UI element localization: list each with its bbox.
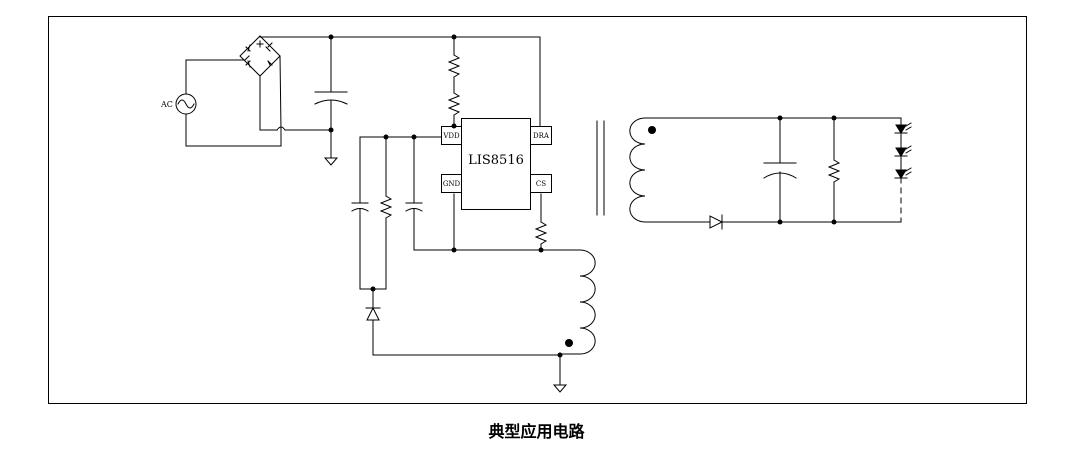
bridge-minus-wire (259, 75, 278, 131)
ac-wire (185, 113, 282, 147)
junction-dot (451, 123, 457, 129)
ac-label: AC (160, 100, 173, 109)
junction-dot (777, 115, 783, 121)
ic-body (461, 118, 531, 210)
junction-dot (328, 127, 334, 133)
junction-dot (411, 134, 417, 140)
pin-vdd-box (441, 126, 462, 145)
junction-dot (328, 34, 334, 40)
pin-vdd-label: VDD (442, 132, 460, 140)
ground-symbol (323, 157, 339, 166)
bridge-side-wire (279, 55, 282, 131)
pin-dra-label: DRA (533, 132, 550, 140)
ic-name: LIS8516 (468, 153, 524, 168)
secondary-winding (629, 117, 646, 223)
junction-dot (538, 247, 544, 253)
junction-dot (777, 219, 783, 225)
pin-gnd-label: GND (443, 180, 461, 188)
bridge-plus-wire (259, 35, 541, 38)
startup-resistor-1 (447, 54, 461, 78)
junction-dot (451, 247, 457, 253)
diagram-frame (48, 16, 1027, 404)
led-2 (894, 145, 912, 157)
led-1 (894, 122, 912, 134)
led-3 (894, 167, 912, 179)
aux-wire (372, 319, 561, 356)
pin-cs-label: CS (536, 180, 546, 188)
junction-dot (831, 115, 837, 121)
junction-dot (383, 134, 389, 140)
ground-bus (413, 208, 581, 251)
pin-dra-box (530, 126, 552, 145)
pin-cs-box (530, 174, 552, 193)
ac-wire (185, 55, 250, 95)
junction-dot (451, 34, 457, 40)
ac-source-symbol (175, 93, 197, 115)
polarity-dot-primary (565, 339, 573, 347)
figure-caption: 典型应用电路 (488, 422, 585, 441)
polarity-dot-secondary (648, 126, 656, 134)
junction-dot (370, 286, 376, 292)
junction-dot (831, 219, 837, 225)
pin-gnd-box (441, 174, 462, 193)
output-resistor (827, 159, 841, 183)
ground-symbol (552, 384, 568, 393)
bridge-rectifier (239, 35, 281, 77)
output-diode (709, 215, 724, 229)
cs-resistor (534, 221, 548, 245)
aux-diode (366, 306, 380, 321)
junction-dot (557, 352, 563, 358)
aux-winding (579, 249, 596, 355)
startup-resistor-2 (447, 92, 461, 116)
vdd-resistor (379, 195, 393, 219)
